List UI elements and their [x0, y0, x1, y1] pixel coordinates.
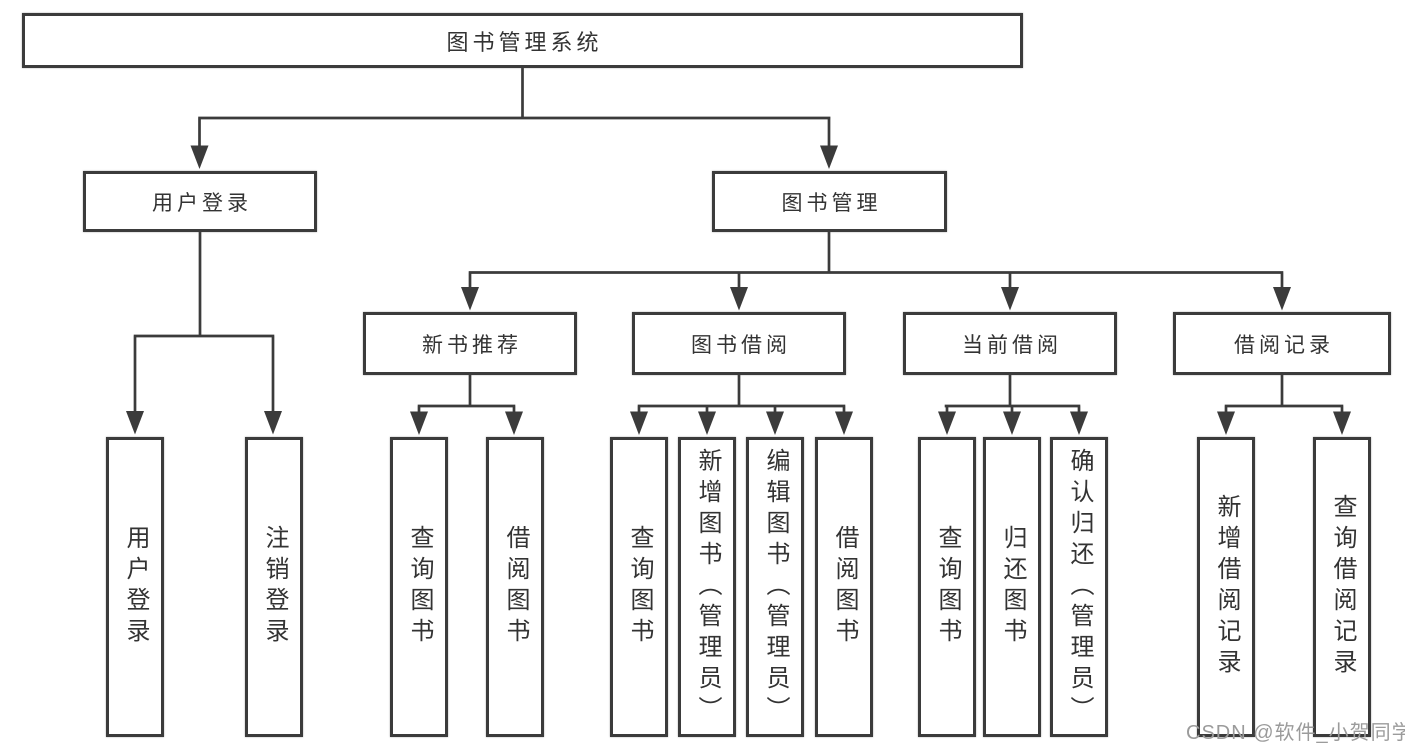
leaf-label: 借阅图书	[502, 525, 529, 649]
node-label: 新书推荐	[422, 333, 522, 357]
leaf-query-borrow-record: 查询借阅记录	[1313, 437, 1371, 737]
leaf-label: 确认归还（管理员）	[1066, 447, 1093, 727]
node-user-login-branch: 用户登录	[83, 171, 317, 232]
leaf-return-books: 归还图书	[983, 437, 1041, 737]
leaf-current-query-books: 查询图书	[918, 437, 976, 737]
node-borrow-records: 借阅记录	[1173, 312, 1391, 375]
leaf-label: 新增图书（管理员）	[694, 447, 721, 727]
leaf-confirm-return-admin: 确认归还（管理员）	[1050, 437, 1108, 737]
leaf-label: 查询借阅记录	[1329, 494, 1356, 680]
node-label: 图书管理系统	[446, 29, 603, 55]
arrow-heads	[126, 145, 1351, 435]
node-book-borrow: 图书借阅	[632, 312, 846, 375]
node-label: 当前借阅	[962, 333, 1062, 357]
leaf-label: 查询图书	[406, 525, 433, 649]
node-library-management-system: 图书管理系统	[22, 13, 1023, 68]
node-book-management-branch: 图书管理	[712, 171, 947, 232]
leaf-label: 归还图书	[999, 525, 1026, 649]
node-label: 图书管理	[781, 191, 882, 215]
leaf-add-borrow-record: 新增借阅记录	[1197, 437, 1255, 737]
leaf-edit-books-admin: 编辑图书（管理员）	[746, 437, 804, 737]
leaf-label: 用户登录	[122, 525, 149, 649]
leaf-borrow-books: 借阅图书	[815, 437, 873, 737]
csdn-watermark: CSDN @软件_小贺同学	[1186, 722, 1405, 744]
node-label: 用户登录	[152, 191, 252, 215]
leaf-add-books-admin: 新增图书（管理员）	[678, 437, 736, 737]
leaf-label: 查询图书	[626, 525, 653, 649]
leaf-recommend-borrow-books: 借阅图书	[486, 437, 544, 737]
node-current-borrow: 当前借阅	[903, 312, 1117, 375]
leaf-user-login: 用户登录	[106, 437, 164, 737]
leaf-label: 新增借阅记录	[1213, 494, 1240, 680]
leaf-label: 查询图书	[934, 525, 961, 649]
node-label: 借阅记录	[1234, 333, 1334, 357]
node-new-book-recommend: 新书推荐	[363, 312, 577, 375]
leaf-logout: 注销登录	[245, 437, 303, 737]
leaf-recommend-query-books: 查询图书	[390, 437, 448, 737]
leaf-borrow-query-books: 查询图书	[610, 437, 668, 737]
leaf-label: 注销登录	[261, 525, 288, 649]
leaf-label: 编辑图书（管理员）	[762, 447, 789, 727]
connector-edges	[133, 66, 1344, 412]
node-label: 图书借阅	[691, 333, 791, 357]
leaf-label: 借阅图书	[831, 525, 858, 649]
